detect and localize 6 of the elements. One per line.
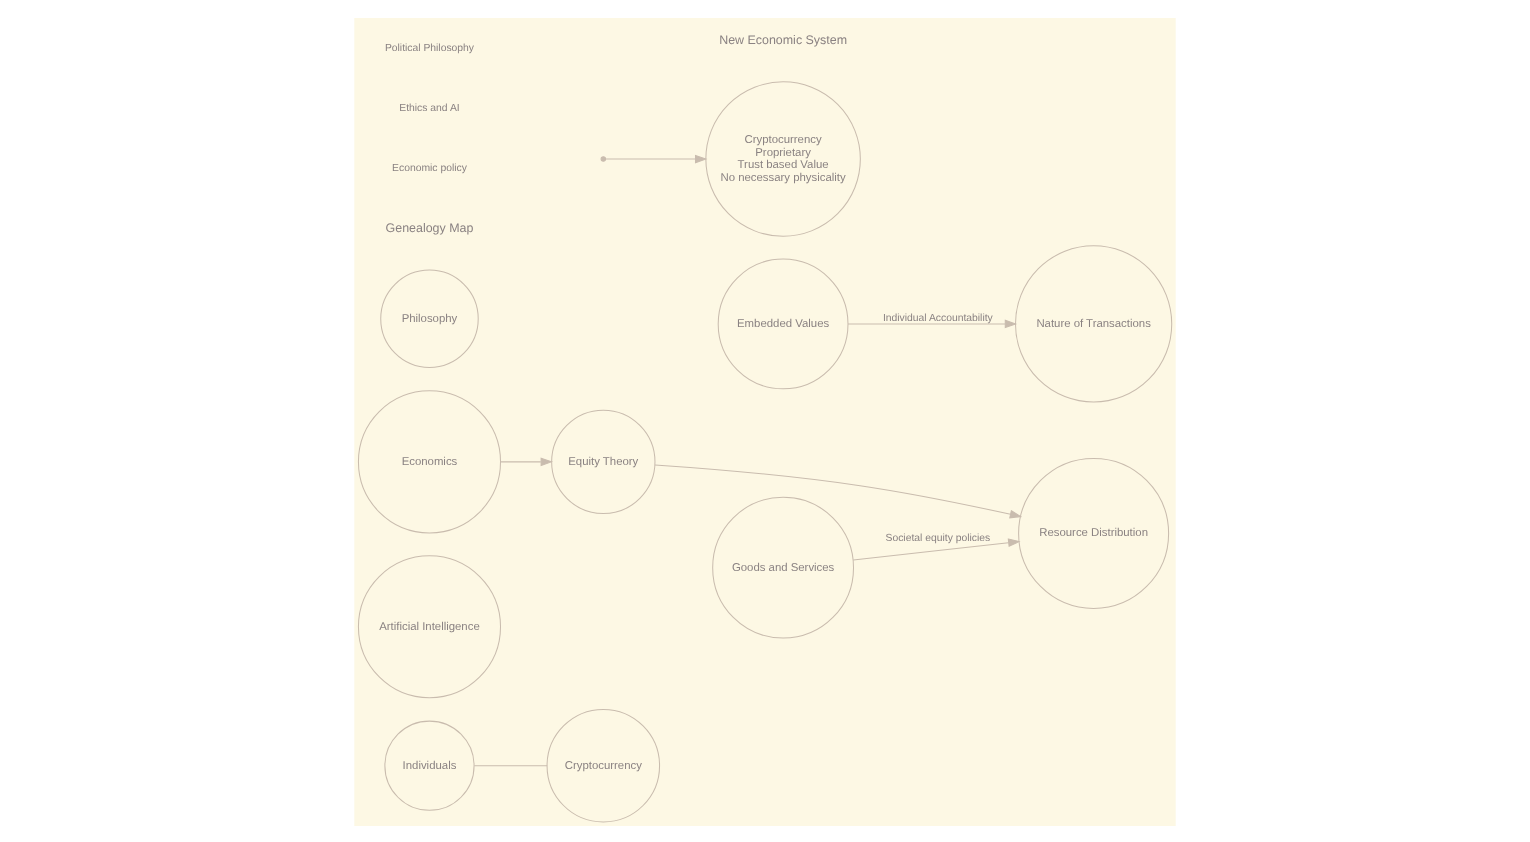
arrow <box>847 318 1018 328</box>
arrow <box>500 456 554 466</box>
arrow <box>852 537 1021 560</box>
arrow <box>654 463 1023 518</box>
connector <box>473 764 548 766</box>
arrow <box>605 153 708 163</box>
